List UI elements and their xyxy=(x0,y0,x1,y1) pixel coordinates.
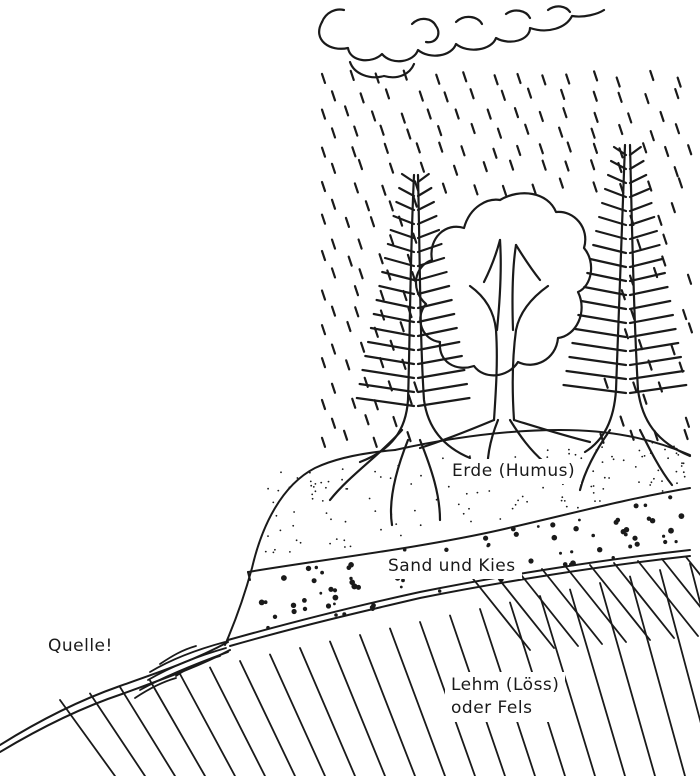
spring-label: Quelle! xyxy=(42,634,119,659)
spring-water-icon xyxy=(135,642,228,698)
clay-hatching xyxy=(60,557,700,776)
humus-layer-label: Erde (Humus) xyxy=(446,459,581,484)
deciduous-tree-icon xyxy=(416,193,591,478)
cloud-icon xyxy=(319,6,604,77)
sand-gravel-layer-label: Sand und Kies xyxy=(382,554,522,579)
rain-icon xyxy=(322,71,692,447)
clay-layer-label-line2: oder Fels xyxy=(451,697,559,720)
clay-layer-label: Lehm (Löss) oder Fels xyxy=(445,672,565,722)
conifer-tree-icon xyxy=(563,145,690,490)
clay-layer-label-line1: Lehm (Löss) xyxy=(451,674,559,697)
